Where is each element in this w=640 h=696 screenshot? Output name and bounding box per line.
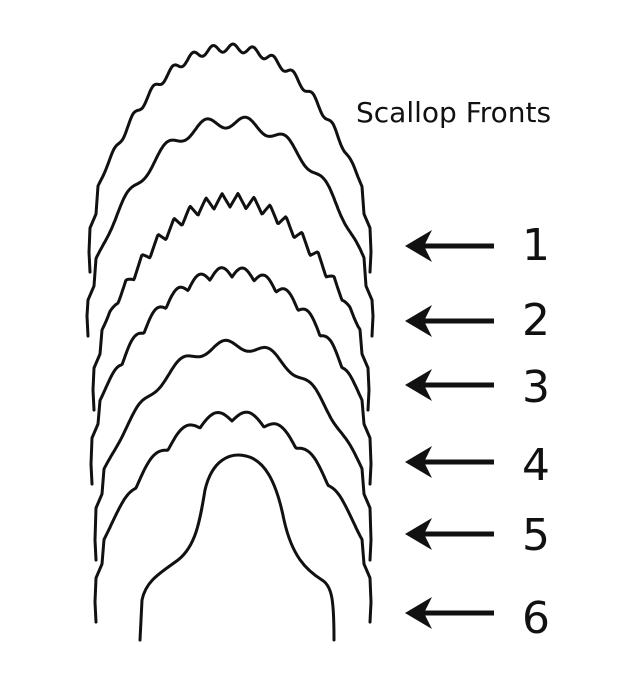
- scallop-front-4: [93, 338, 373, 562]
- front-label-4: 4: [522, 440, 550, 491]
- left-arrow-icon: [405, 518, 494, 550]
- front-label-1: 1: [522, 220, 550, 271]
- left-arrow-icon: [405, 597, 494, 629]
- scallop-front-3: [89, 266, 373, 486]
- scallop-front-0: [87, 42, 373, 274]
- front-label-3: 3: [522, 362, 550, 413]
- left-arrow-icon: [405, 446, 494, 478]
- front-label-2: 2: [522, 295, 550, 346]
- scallop-front-5: [93, 410, 373, 624]
- left-arrow-icon: [405, 305, 494, 337]
- left-arrow-icon: [405, 369, 494, 401]
- front-label-6: 6: [522, 593, 550, 644]
- scallop-front-2: [91, 192, 371, 412]
- scallop-front-1: [85, 115, 375, 338]
- scallop-front-innermost: [138, 453, 336, 642]
- arrows: [405, 230, 494, 629]
- diagram-title: Scallop Fronts: [356, 96, 552, 129]
- left-arrow-icon: [405, 230, 494, 262]
- front-curves: [85, 42, 375, 642]
- front-label-5: 5: [522, 510, 550, 561]
